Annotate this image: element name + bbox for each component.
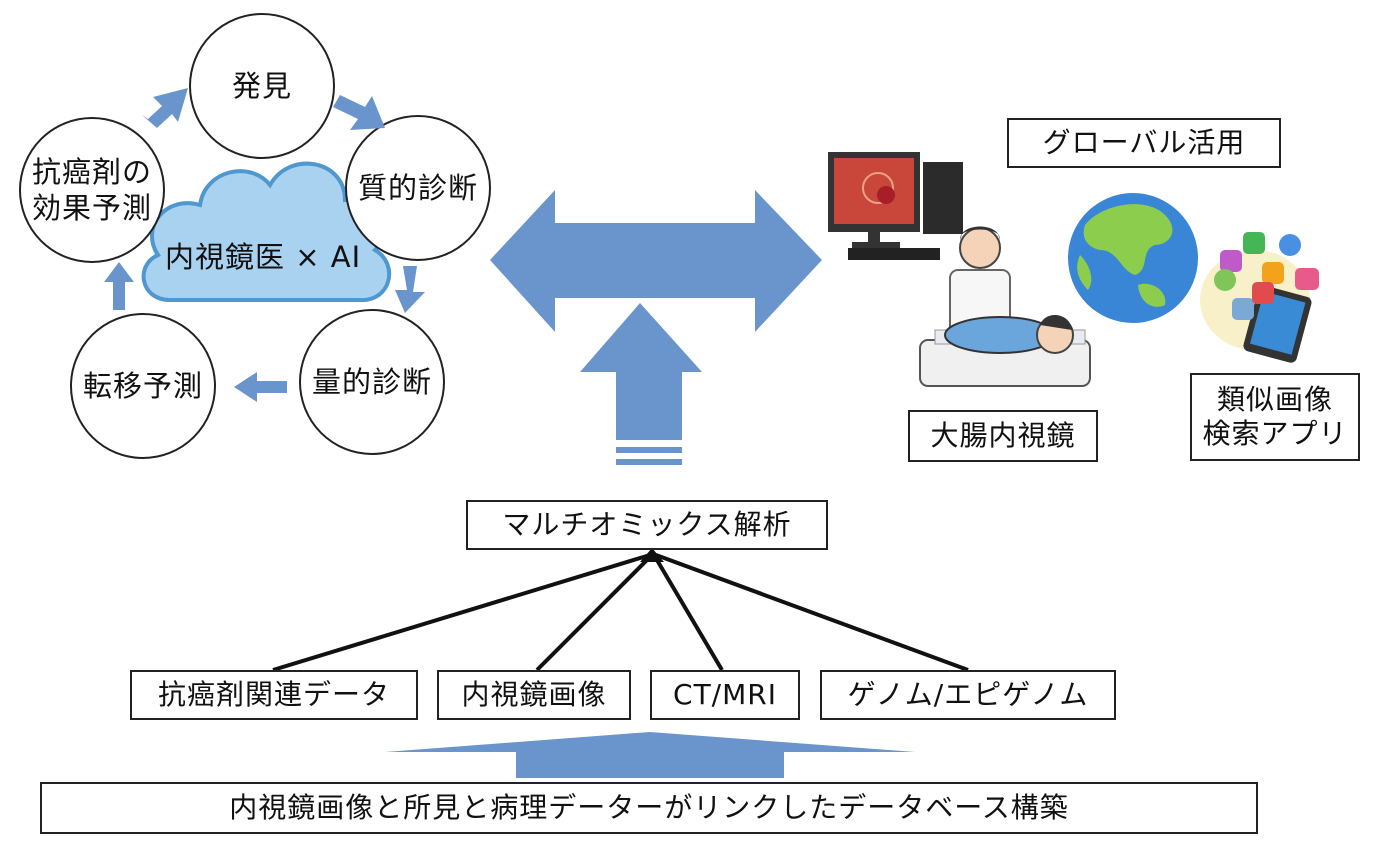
similar-image-app-box: 類似画像 検索アプリ <box>1190 373 1360 461</box>
label-discovery: 発見 <box>231 68 292 103</box>
computer-illustration <box>828 152 963 260</box>
circle-metastasis <box>70 313 216 459</box>
colonoscopy-box: 大腸内視鏡 <box>908 410 1098 462</box>
label-drug-effect-prediction: 抗癌剤の 効果予測 <box>31 154 152 225</box>
source-genome-epigenome: ゲノム/エピゲノム <box>820 670 1116 720</box>
database-box: 内視鏡画像と所見と病理データーがリンクしたデータベース構築 <box>40 782 1258 834</box>
arrow-quantitative-to-metastasis <box>234 372 287 402</box>
label-qualitative-diagnosis: 質的診断 <box>357 170 478 205</box>
arrow-head <box>640 548 664 562</box>
up-arrow-stripe-2 <box>616 459 682 465</box>
circle-quantitative <box>299 309 445 455</box>
source-drug-data: 抗癌剤関連データ <box>130 670 418 720</box>
arrow-qualitative-to-quantitative <box>395 266 425 313</box>
multiomics-box: マルチオミックス解析 <box>466 500 828 550</box>
globe-illustration <box>1068 193 1198 323</box>
source-endoscopy-images: 内視鏡画像 <box>437 670 631 720</box>
cloud-shape <box>141 161 392 303</box>
arrow-drug-to-discovery <box>142 88 188 128</box>
label-quantitative-diagnosis: 量的診断 <box>311 364 432 399</box>
doctor-patient-illustration <box>919 226 1091 387</box>
double-arrow <box>490 190 822 332</box>
label-endoscopist-ai: 内視鏡医 × AI <box>165 240 362 274</box>
cycle-arrows <box>104 88 425 402</box>
source-arrows <box>272 553 969 672</box>
up-arrow-stripe-1 <box>616 447 682 453</box>
circle-discovery <box>189 13 335 159</box>
arrow-discovery-to-qualitative <box>333 95 385 130</box>
global-use-box: グローバル活用 <box>1007 118 1281 168</box>
circle-drug-effect <box>19 117 165 263</box>
arrow-metastasis-to-drug <box>104 262 134 310</box>
source-ct-mri: CT/MRI <box>650 670 800 720</box>
up-arrow <box>580 303 702 440</box>
circle-qualitative <box>345 115 491 261</box>
label-metastasis-prediction: 転移予測 <box>82 368 203 403</box>
smartphone-illustration <box>1200 232 1319 363</box>
database-arrow <box>385 732 915 778</box>
